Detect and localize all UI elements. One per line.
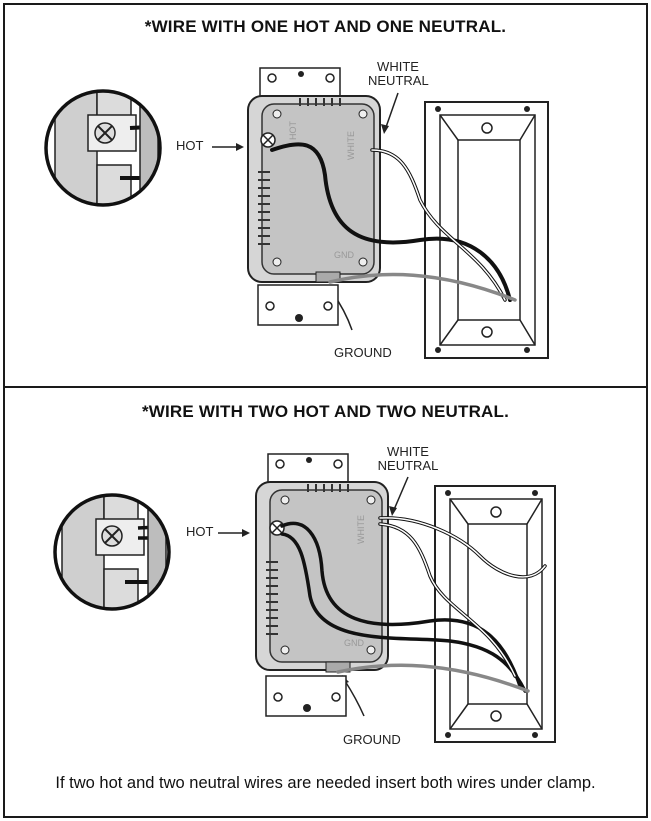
panel-1-ground-label: GROUND (334, 345, 392, 360)
panel-2-title-text: *WIRE WITH TWO HOT AND TWO NEUTRAL (141, 402, 505, 421)
device-white-marking: WHITE (346, 131, 356, 160)
device-hot-marking: HOT (288, 121, 298, 141)
panel-divider (3, 386, 648, 388)
panel-1-wiring-diagram: HOT WHITE GND (44, 67, 549, 359)
outer-frame (3, 3, 648, 818)
electrical-box (424, 101, 549, 359)
panel-1-white-text: WHITE (377, 59, 419, 74)
footer-note: If two hot and two neutral wires are nee… (55, 774, 596, 792)
device-mounting-strap (257, 67, 341, 326)
panel-2-device-white-marking: WHITE (356, 515, 366, 544)
panel-2-device-gnd-marking: GND (344, 638, 365, 648)
panel-2-device-mounting-strap (265, 453, 349, 717)
panel-2-hot-label: HOT (186, 524, 214, 539)
panel-2-white-neutral-label: WHITE NEUTRAL (376, 445, 440, 473)
panel-2-neutral-text: NEUTRAL (377, 458, 439, 473)
panel-2-wires (280, 516, 547, 693)
panel-2-title: *WIRE WITH TWO HOT AND TWO NEUTRAL. (141, 402, 510, 421)
panel-2-zoom-inset (53, 493, 171, 611)
neutral-arrow (384, 92, 399, 131)
panel-2-electrical-box (434, 485, 556, 743)
panel-1-zoom-inset (44, 89, 162, 207)
device-gnd-marking: GND (334, 250, 355, 260)
panel-1-neutral-text: NEUTRAL (368, 73, 429, 88)
panel-1-wires (270, 142, 517, 302)
panel-1-hot-label: HOT (176, 138, 204, 153)
panel-2-wiring-diagram: WHITE GND (53, 453, 556, 743)
panel-2-ground-label: GROUND (343, 732, 401, 747)
panel-1-title: *WIRE WITH ONE HOT AND ONE NEUTRAL. (144, 17, 507, 36)
panel-2-neutral-arrow (392, 476, 409, 513)
panel-2-ground-arrow (344, 680, 365, 717)
panel-1-title-text: *WIRE WITH ONE HOT AND ONE NEUTRAL (144, 17, 502, 36)
panel-1-white-neutral-label: WHITE NEUTRAL (368, 59, 429, 88)
device-body: HOT WHITE GND (247, 95, 381, 283)
panel-2-white-text: WHITE (387, 444, 429, 459)
